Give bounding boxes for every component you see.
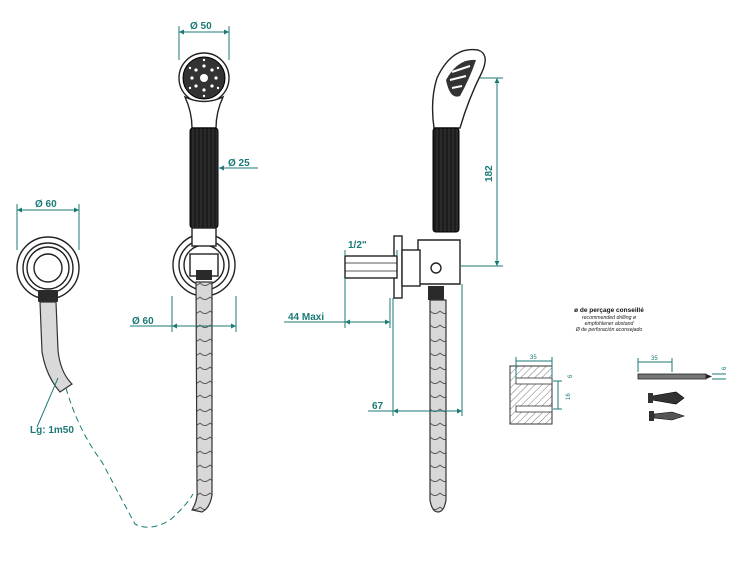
head-dimension: Ø 50 bbox=[178, 21, 230, 60]
side-view: 1/2" 182 44 Maxi 67 bbox=[284, 48, 503, 513]
left-flange-dimension: Ø 60 bbox=[16, 199, 80, 250]
drilling-section: ø de perçage conseillé recommended drill… bbox=[509, 307, 728, 425]
holder-dia-label: Ø 60 bbox=[132, 316, 154, 327]
front-view: Ø 50 Ø 25 bbox=[130, 21, 258, 513]
drilling-line1: recommended drilling ø bbox=[582, 315, 637, 321]
offset-label: 67 bbox=[372, 401, 384, 412]
left-flange-dia-label: Ø 60 bbox=[35, 199, 57, 210]
drilling-title: ø de perçage conseillé bbox=[574, 307, 644, 314]
block-depth-label: 35 bbox=[530, 355, 537, 361]
hose-length-label: Lg: 1m50 bbox=[30, 425, 74, 436]
block-gap-label: 16 bbox=[566, 393, 572, 400]
thread-label: 1/2" bbox=[348, 240, 367, 251]
handle-dia-label: Ø 25 bbox=[228, 158, 250, 169]
bit-dia-label: 6 bbox=[722, 366, 728, 370]
height-label: 182 bbox=[484, 165, 495, 182]
drilling-line2: empfohlener abstand bbox=[585, 321, 635, 327]
head-dia-label: Ø 50 bbox=[190, 21, 212, 32]
block-dia-label: 6 bbox=[568, 374, 574, 378]
drilling-line3: Ø de perforación aconsejado bbox=[575, 327, 643, 333]
projection-label: 44 Maxi bbox=[288, 312, 324, 323]
wall-flange-view: Ø 60 Lg: 1m50 bbox=[16, 199, 194, 528]
bit-length-label: 35 bbox=[651, 356, 658, 362]
